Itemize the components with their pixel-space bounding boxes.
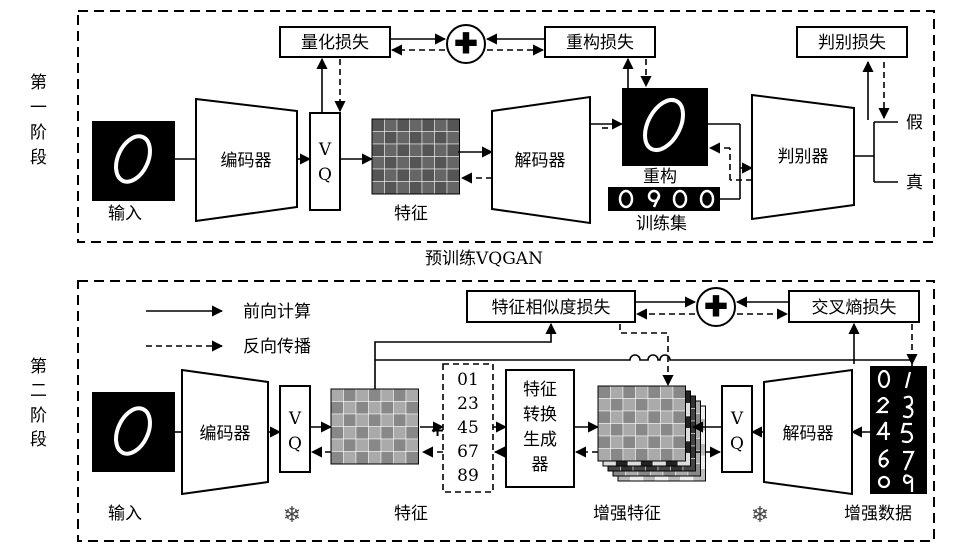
snowflake-icon-2: ❄ — [751, 503, 769, 528]
svg-text:一: 一 — [30, 98, 47, 118]
real-label: 真 — [906, 173, 923, 193]
plus-sign-2: ✚ — [704, 290, 727, 323]
stage2-side-label: 第 二 阶 段 — [30, 357, 47, 450]
quant-loss-label: 量化损失 — [301, 33, 369, 53]
label-list — [442, 363, 494, 493]
svg-text:Q: Q — [730, 434, 744, 454]
plus-sign: ✚ — [454, 27, 477, 60]
recon-loss-label: 重构损失 — [566, 33, 634, 53]
vq-box-3 — [721, 385, 753, 473]
feature-label: 特征 — [394, 204, 428, 224]
augmented-data-image — [870, 366, 927, 494]
legend-backward-label: 反向传播 — [243, 337, 311, 357]
svg-text:段: 段 — [30, 148, 47, 168]
legend-forward-label: 前向计算 — [243, 302, 311, 322]
svg-text:第: 第 — [30, 357, 47, 377]
encoder-2 — [181, 368, 269, 496]
svg-text:阶: 阶 — [30, 406, 47, 426]
snowflake-icon: ❄ — [283, 503, 301, 528]
reconstruction-label: 重构 — [643, 167, 677, 187]
feat-sim-loss-label: 特征相似度损失 — [492, 298, 611, 318]
feat-sim-loss-box — [466, 290, 636, 323]
svg-text:第: 第 — [30, 73, 47, 93]
recon-loss-box — [544, 26, 656, 58]
feature-transform-generator — [505, 369, 575, 488]
input-digit-image — [92, 121, 175, 201]
decoder-2 — [763, 368, 853, 496]
svg-text:编码器: 编码器 — [221, 151, 272, 171]
ce-loss-label: 交叉熵损失 — [812, 298, 897, 318]
feature-grid — [371, 118, 460, 195]
input-label-2: 输入 — [108, 504, 142, 524]
plus-circle-icon-2 — [696, 287, 736, 327]
svg-text:Q: Q — [318, 165, 332, 185]
svg-text:二: 二 — [30, 381, 47, 401]
svg-text:转换: 转换 — [523, 405, 557, 425]
svg-text:45: 45 — [457, 418, 479, 438]
quant-loss-box — [279, 26, 391, 58]
ce-loss-box — [788, 290, 920, 323]
svg-text:器: 器 — [532, 455, 549, 475]
vq-box-2 — [279, 385, 311, 473]
input-digit-image-2 — [92, 392, 175, 472]
decoder — [491, 95, 591, 225]
feature-grid-2 — [330, 388, 419, 465]
training-set-label: 训练集 — [636, 214, 687, 234]
discriminator — [751, 93, 855, 221]
svg-text:01: 01 — [457, 370, 479, 390]
svg-text:编码器: 编码器 — [200, 424, 251, 444]
aug-data-label: 增强数据 — [844, 504, 912, 524]
svg-text:Q: Q — [288, 434, 302, 454]
disc-loss-box — [796, 26, 908, 58]
svg-text:阶: 阶 — [30, 123, 47, 143]
vq-box — [309, 112, 341, 211]
feature-label-2: 特征 — [394, 504, 428, 524]
svg-text:特征: 特征 — [523, 380, 557, 400]
plus-circle-icon — [446, 24, 486, 64]
svg-text:V: V — [730, 409, 744, 429]
encoder — [195, 97, 298, 223]
svg-text:89: 89 — [457, 466, 479, 486]
disc-loss-label: 判别损失 — [818, 33, 886, 53]
fake-label: 假 — [906, 113, 923, 133]
svg-text:67: 67 — [457, 442, 479, 462]
svg-text:判别器: 判别器 — [778, 147, 829, 167]
stage2-frame — [77, 280, 935, 542]
stage1-side-label: 第 一 阶 段 — [30, 73, 47, 168]
svg-text:23: 23 — [457, 394, 479, 414]
svg-text:解码器: 解码器 — [783, 424, 834, 444]
svg-text:生成: 生成 — [523, 430, 557, 450]
svg-text:段: 段 — [30, 430, 47, 450]
svg-text:V: V — [318, 140, 332, 160]
svg-text:解码器: 解码器 — [515, 151, 566, 171]
stage1-caption: 预训练VQGAN — [425, 249, 543, 269]
input-label: 输入 — [108, 204, 142, 224]
augmented-feature-stack — [597, 385, 706, 482]
aug-feature-label: 增强特征 — [593, 504, 661, 524]
svg-text:V: V — [288, 409, 302, 429]
